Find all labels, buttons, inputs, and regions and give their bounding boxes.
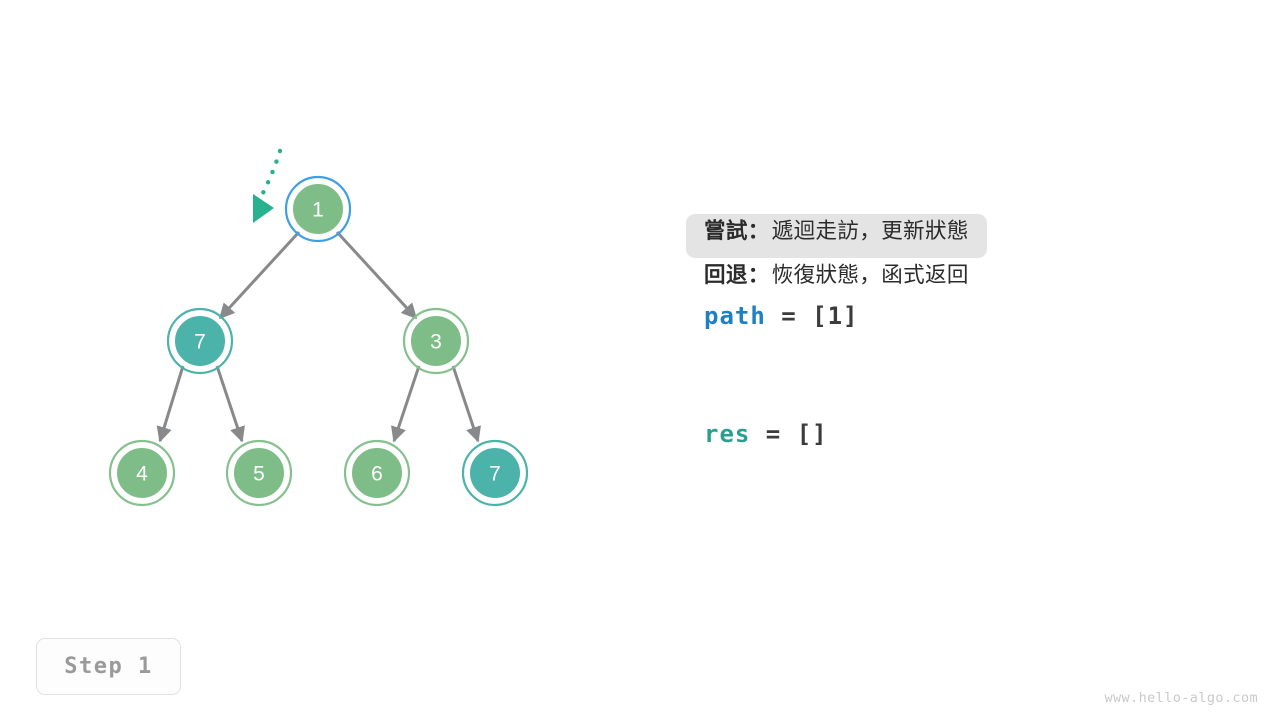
path-variable-name: path	[704, 302, 766, 330]
node-3-ring	[402, 307, 470, 375]
res-variable-value: = []	[750, 420, 828, 448]
node-1-current-ring	[284, 175, 352, 243]
tree-node-6-label: 6	[371, 463, 383, 486]
pointer-dotted-path	[259, 148, 283, 198]
node-6-ring	[343, 439, 411, 507]
node-7-right-ring	[461, 439, 529, 507]
tree-node-6[interactable]: 6	[343, 439, 411, 507]
tree-node-5[interactable]: 5	[225, 439, 293, 507]
caption-try-row: 嘗試： 遞迴走訪，更新狀態	[686, 214, 987, 258]
tree-edges	[156, 230, 481, 443]
node-7-left-ring	[166, 307, 234, 375]
tree-node-3[interactable]: 3	[402, 307, 470, 375]
tree-node-1[interactable]: 1	[284, 175, 352, 243]
caption-backtrack-key: 回退：	[704, 263, 770, 287]
path-state-row: path = [1]	[686, 302, 1246, 346]
res-state-row: res = []	[686, 420, 1246, 464]
node-5-ring	[225, 439, 293, 507]
tree-node-7-left-label: 7	[194, 331, 206, 354]
edge-7-to-5	[215, 365, 245, 443]
watermark-text: www.hello-algo.com	[1104, 690, 1258, 706]
step-badge-label: Step 1	[64, 654, 153, 679]
caption-backtrack-value: 恢復狀態，函式返回	[771, 263, 969, 287]
edge-1-to-3	[335, 230, 418, 320]
edge-1-to-7	[218, 230, 301, 320]
tree-node-7-right-label: 7	[489, 463, 501, 486]
step-badge: Step 1	[36, 638, 181, 695]
binary-tree-diagram: 1 7 3 4 5 6	[108, 148, 529, 507]
tree-nodes: 1 7 3 4 5 6	[108, 175, 529, 507]
caption-try-value: 遞迴走訪，更新狀態	[771, 219, 969, 243]
edge-3-to-7b	[451, 365, 481, 443]
res-variable-name: res	[704, 420, 751, 448]
tree-node-4[interactable]: 4	[108, 439, 176, 507]
tree-node-7-left[interactable]: 7	[166, 307, 234, 375]
panel-spacer	[686, 346, 1246, 420]
tree-node-1-label: 1	[312, 199, 324, 222]
tree-node-3-label: 3	[430, 331, 442, 354]
tree-node-4-label: 4	[136, 463, 148, 486]
path-variable-value: = [1]	[765, 302, 859, 330]
edge-3-to-6	[391, 365, 421, 443]
tree-node-5-label: 5	[253, 463, 265, 486]
recursion-pointer	[253, 148, 283, 223]
tree-node-7-right[interactable]: 7	[461, 439, 529, 507]
site-watermark: www.hello-algo.com	[1105, 690, 1259, 706]
pointer-arrowhead-icon	[253, 194, 274, 223]
caption-try-key: 嘗試：	[704, 219, 770, 243]
node-4-ring	[108, 439, 176, 507]
caption-backtrack-row: 回退： 恢復狀態，函式返回	[686, 258, 987, 302]
algorithm-state-panel: 嘗試： 遞迴走訪，更新狀態 回退： 恢復狀態，函式返回 path = [1] r…	[686, 214, 1246, 464]
edge-7-to-4	[156, 365, 185, 443]
